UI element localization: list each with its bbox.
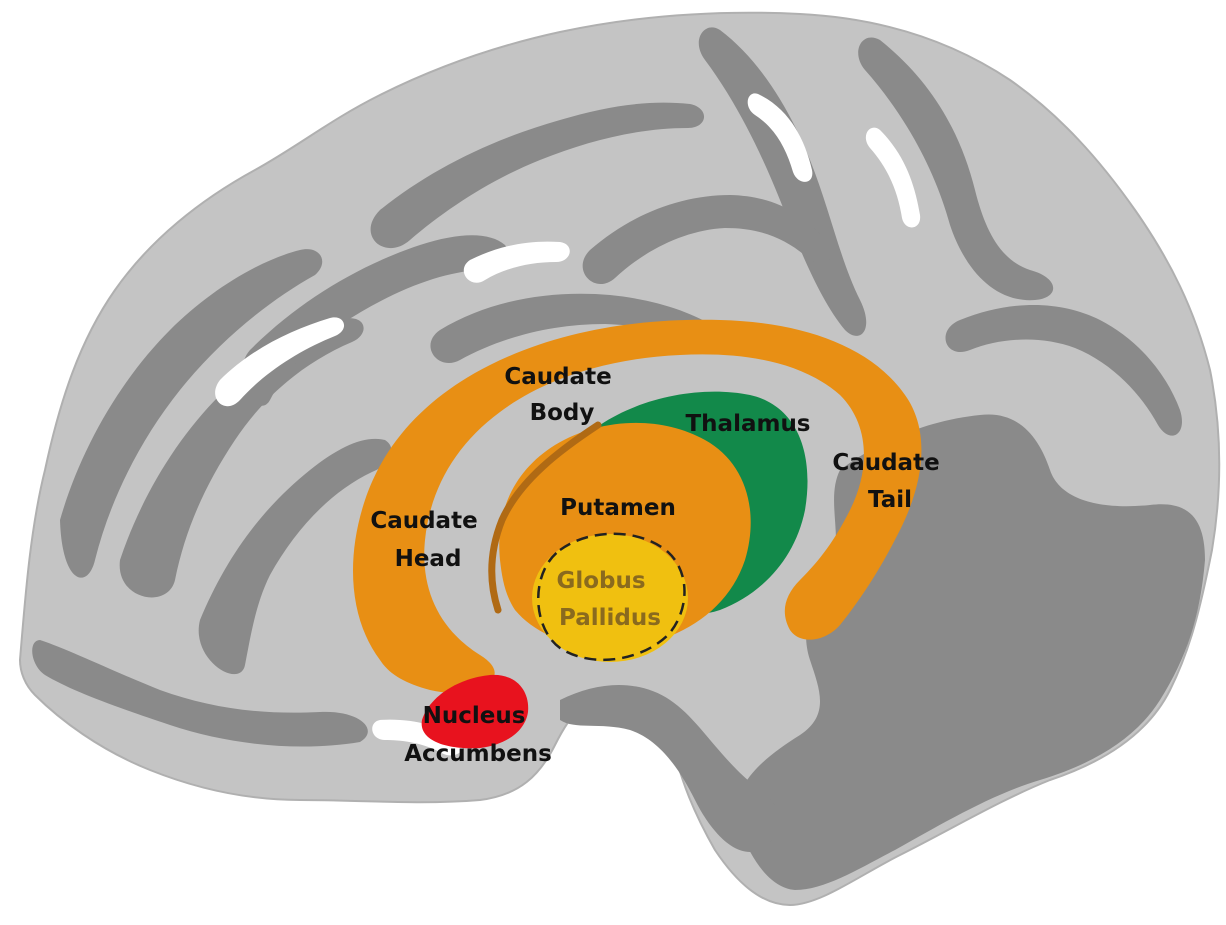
caudate-head-line1: Caudate	[370, 508, 477, 534]
caudate-head-line2: Head	[395, 546, 462, 572]
caudate-tail-line2: Tail	[868, 487, 912, 513]
thalamus-label: Thalamus	[685, 411, 810, 437]
putamen-label: Putamen	[560, 495, 676, 521]
globus-pallidus-line1: Globus	[556, 568, 645, 594]
nucleus-accumbens-line2: Accumbens	[404, 741, 552, 767]
caudate-body-line2: Body	[530, 400, 595, 426]
globus-pallidus-line2: Pallidus	[559, 605, 661, 631]
caudate-tail-line1: Caudate	[832, 450, 939, 476]
nucleus-accumbens-line1: Nucleus	[423, 703, 526, 729]
caudate-body-line1: Caudate	[504, 364, 611, 390]
